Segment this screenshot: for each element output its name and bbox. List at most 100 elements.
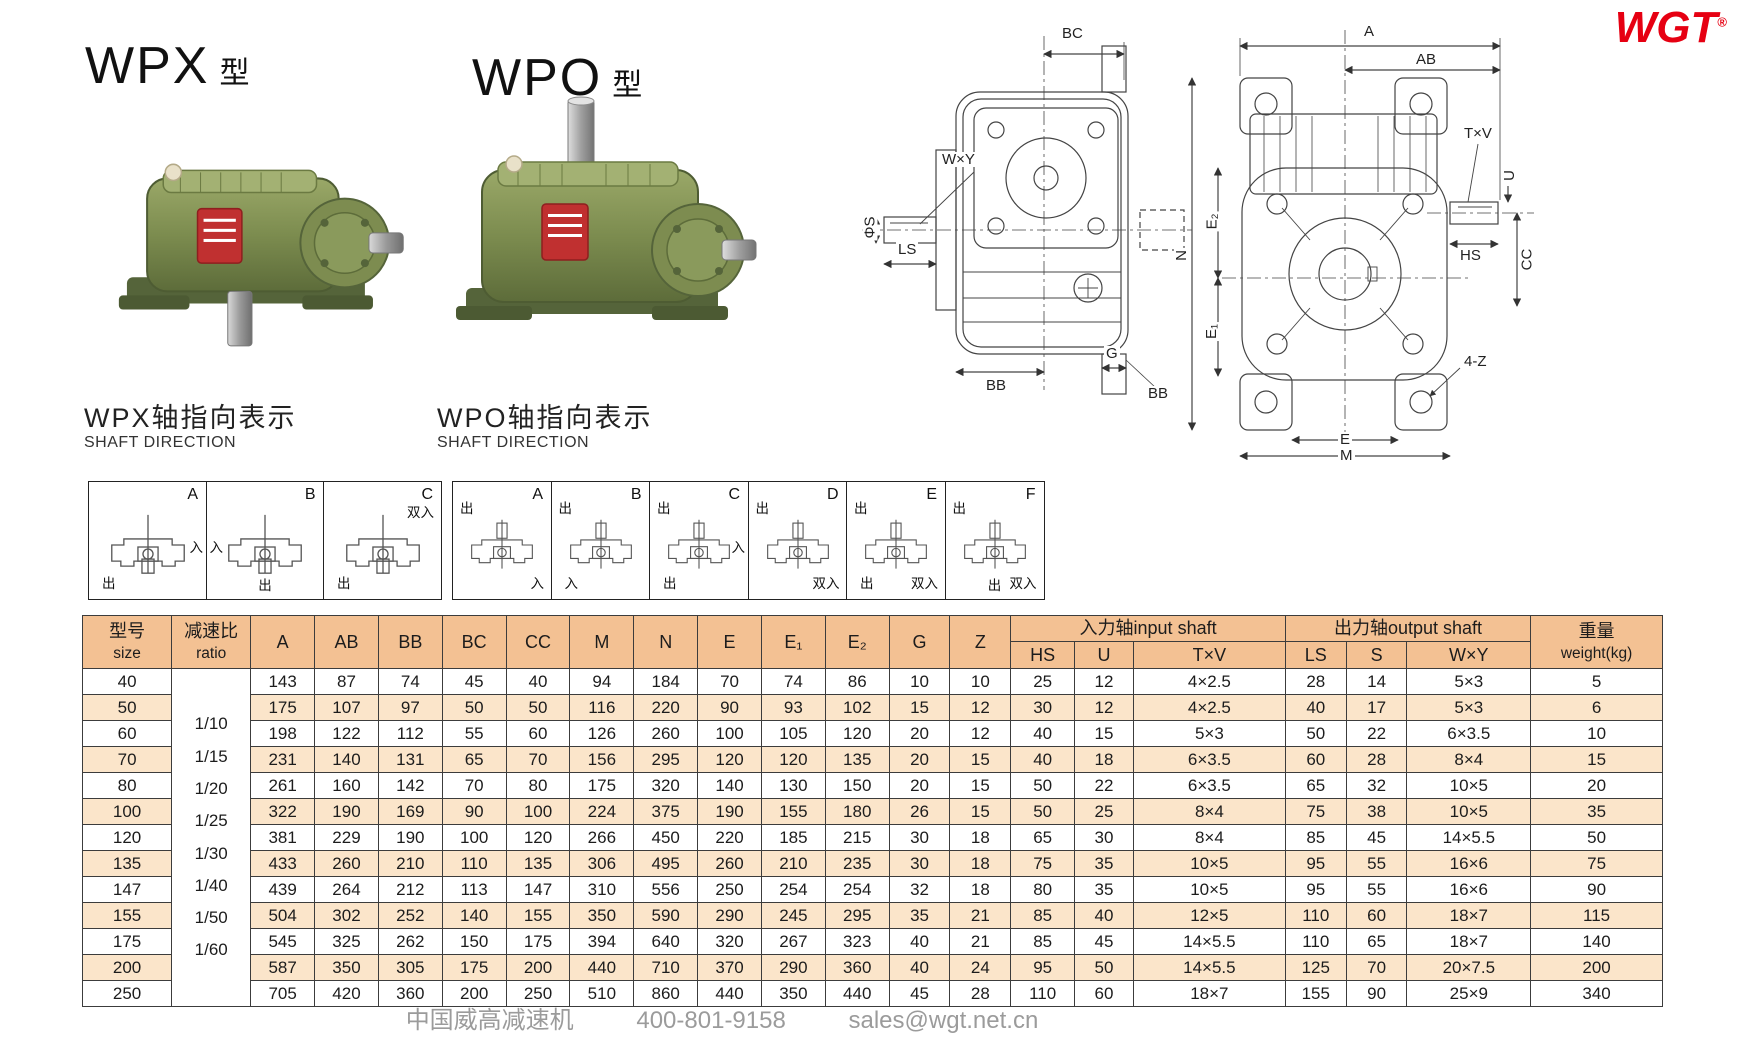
front-view-drawing: A AB T×V U HS CC N E₂ E₁ 4-Z E M xyxy=(1162,16,1540,463)
table-cell: 120 xyxy=(505,824,571,851)
table-cell: 556 xyxy=(633,876,699,903)
table-cell: 210 xyxy=(377,850,443,877)
header-dim-a: A xyxy=(250,615,316,669)
table-cell: 130 xyxy=(760,772,826,799)
table-cell: 260 xyxy=(633,720,699,747)
table-cell: 190 xyxy=(314,798,379,825)
dim-label-bc: BC xyxy=(1060,25,1085,42)
cell-size: 40 xyxy=(81,668,173,695)
header-dim-n: N xyxy=(633,615,699,669)
dim-label-hs: HS xyxy=(1458,247,1483,264)
table-cell: 212 xyxy=(377,876,443,903)
wpx-type-suffix: 型 xyxy=(219,57,250,90)
box-letter: C xyxy=(728,486,740,503)
table-cell: 14×5.5 xyxy=(1406,824,1532,851)
table-cell: 440 xyxy=(697,980,762,1007)
table-cell: 184 xyxy=(633,668,699,695)
wpx-dir-subtitle: SHAFT DIRECTION xyxy=(84,434,237,452)
header-dim-e₂: E₂ xyxy=(824,615,890,669)
table-cell: 40 xyxy=(1010,746,1076,773)
dim-label-g: G xyxy=(1104,345,1120,362)
table-cell: 15 xyxy=(888,694,951,721)
table-cell: 14×5.5 xyxy=(1132,954,1286,981)
table-cell: 102 xyxy=(824,694,890,721)
wpo-type-suffix: 型 xyxy=(612,69,643,102)
cell-size: 155 xyxy=(81,902,173,929)
table-cell: 394 xyxy=(569,928,635,955)
direction-label: 出 xyxy=(102,575,116,591)
table-cell: 25 xyxy=(1074,798,1134,825)
table-cell: 235 xyxy=(824,850,890,877)
wpo-product-photo xyxy=(456,96,757,320)
table-cell: 420 xyxy=(314,980,379,1007)
cell-size: 100 xyxy=(81,798,173,825)
table-cell: 375 xyxy=(633,798,699,825)
table-cell: 18×7 xyxy=(1132,980,1286,1007)
table-cell: 169 xyxy=(377,798,443,825)
table-cell: 504 xyxy=(250,902,316,929)
dim-label-e: E xyxy=(1338,431,1353,448)
table-cell: 8×4 xyxy=(1132,798,1286,825)
table-cell: 60 xyxy=(1284,746,1347,773)
table-cell: 4×2.5 xyxy=(1132,694,1286,721)
direction-label: 出 xyxy=(987,577,1002,593)
table-cell: 18 xyxy=(1074,746,1134,773)
table-cell: 45 xyxy=(1345,824,1408,851)
table-cell: 32 xyxy=(888,876,951,903)
table-cell: 28 xyxy=(1345,746,1408,773)
table-cell: 85 xyxy=(1010,902,1076,929)
subheader-u: U xyxy=(1074,641,1134,669)
table-cell: 60 xyxy=(1345,902,1408,929)
table-cell: 231 xyxy=(250,746,316,773)
table-cell: 433 xyxy=(250,850,316,877)
dim-label-cc: CC xyxy=(1518,246,1536,273)
wpx-title: WPX 型 xyxy=(85,36,249,96)
table-cell: 5×3 xyxy=(1406,694,1532,721)
subheader-t×v: T×V xyxy=(1132,641,1286,669)
header-dim-e₁: E₁ xyxy=(760,615,826,669)
table-cell: 35 xyxy=(1074,876,1134,903)
table-cell: 28 xyxy=(1284,668,1347,695)
table-cell: 18 xyxy=(949,850,1012,877)
table-cell: 4×2.5 xyxy=(1132,668,1286,695)
box-letter: B xyxy=(304,486,316,503)
table-cell: 18×7 xyxy=(1406,902,1532,929)
table-cell: 18 xyxy=(949,876,1012,903)
table-cell: 135 xyxy=(505,850,571,877)
table-cell: 8×4 xyxy=(1132,824,1286,851)
table-cell: 12 xyxy=(949,694,1012,721)
table-cell: 65 xyxy=(1284,772,1347,799)
table-cell: 710 xyxy=(633,954,699,981)
direction-label: 双入 xyxy=(1009,575,1037,591)
table-cell: 110 xyxy=(1284,928,1347,955)
table-cell: 80 xyxy=(505,772,571,799)
box-letter: F xyxy=(1025,486,1036,503)
table-cell: 190 xyxy=(377,824,443,851)
table-cell: 155 xyxy=(1284,980,1347,1007)
table-cell: 17 xyxy=(1345,694,1408,721)
wpx-product-photo xyxy=(118,163,404,347)
table-cell: 320 xyxy=(697,928,762,955)
table-cell: 93 xyxy=(760,694,826,721)
direction-label: 出 xyxy=(860,575,874,591)
table-cell: 50 xyxy=(441,694,507,721)
table-cell: 35 xyxy=(1530,798,1663,825)
registered-mark: ® xyxy=(1717,14,1727,30)
table-cell: 150 xyxy=(441,928,507,955)
table-cell: 295 xyxy=(824,902,890,929)
table-cell: 5×3 xyxy=(1406,668,1532,695)
table-cell: 305 xyxy=(377,954,443,981)
footer: 中国威高减速机 400-801-9158 sales@wgt.net.cn xyxy=(82,1000,1362,1035)
table-cell: 306 xyxy=(569,850,635,877)
table-cell: 175 xyxy=(441,954,507,981)
box-letter: D xyxy=(826,486,839,503)
table-cell: 45 xyxy=(441,668,507,695)
wpx-model-name: WPX xyxy=(85,37,210,95)
box-letter: E xyxy=(926,486,937,503)
